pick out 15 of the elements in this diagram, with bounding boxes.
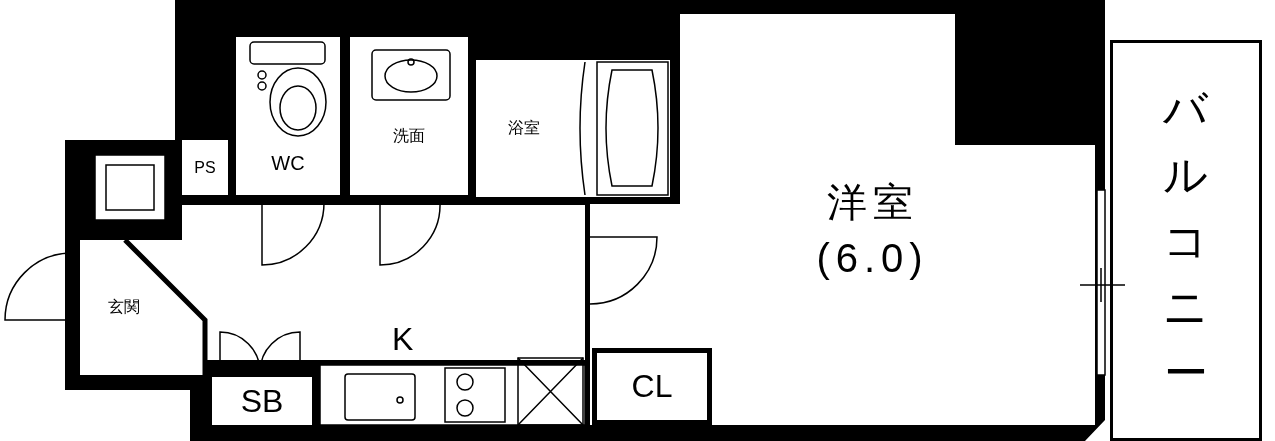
room-area bbox=[592, 348, 712, 425]
room-label: 玄関 bbox=[108, 297, 140, 317]
room-label: WC bbox=[271, 152, 305, 175]
room-label: バルコニー bbox=[1162, 82, 1210, 399]
room-area bbox=[182, 140, 228, 195]
room-label: PS bbox=[194, 158, 216, 177]
room-area bbox=[212, 377, 312, 425]
room-label: 洋室 (6.0) bbox=[815, 178, 930, 282]
room-label: K bbox=[392, 321, 414, 358]
room-area bbox=[182, 205, 585, 360]
room-label: SB bbox=[240, 382, 284, 420]
balcony-area bbox=[1110, 40, 1262, 441]
room-label: 浴室 bbox=[508, 118, 540, 138]
room-label: CL bbox=[631, 368, 673, 405]
room-label: 洗面 bbox=[393, 125, 425, 146]
